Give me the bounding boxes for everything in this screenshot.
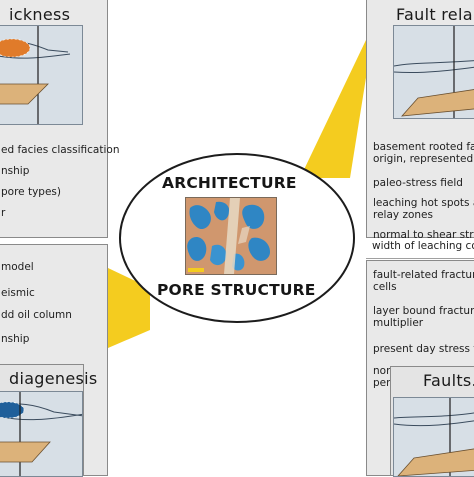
panel-top-left: ickness ed facies classification nship p… bbox=[0, 0, 119, 238]
figure-faults bbox=[393, 397, 474, 477]
figure-thickness-graphic bbox=[0, 26, 71, 124]
list-item: r bbox=[1, 207, 6, 219]
figure-fault-related-graphic bbox=[394, 26, 474, 118]
panel-title: Fault rela bbox=[396, 5, 473, 24]
list-item: nship bbox=[1, 333, 30, 345]
pore-micrograph-graphic bbox=[186, 198, 276, 274]
list-item: normal to shear stress bbox=[373, 229, 474, 241]
hub-title-pore-structure: PORE STRUCTURE bbox=[157, 281, 316, 299]
list-item: cells bbox=[373, 281, 397, 293]
panel-title: diagenesis bbox=[9, 369, 98, 388]
list-item: ed facies classification bbox=[1, 144, 120, 156]
figure-diagenesis-graphic bbox=[0, 392, 82, 476]
list-item: paleo-stress field bbox=[373, 177, 463, 189]
panel-title: ickness bbox=[9, 5, 71, 24]
band-lower-left bbox=[108, 268, 150, 348]
divider bbox=[366, 258, 474, 259]
list-item: leaching hot spots at bbox=[373, 197, 474, 209]
list-item: eismic bbox=[1, 287, 35, 299]
list-item: model bbox=[1, 261, 34, 273]
list-item: nship bbox=[1, 165, 30, 177]
figure-diagenesis bbox=[0, 391, 83, 477]
list-item: origin, represented by bbox=[373, 153, 474, 165]
list-item: dd oil column bbox=[1, 309, 72, 321]
list-item: width of leaching corr bbox=[372, 240, 474, 252]
list-item: fault-related fractures bbox=[373, 269, 474, 281]
panel-top-right: Fault rela basement rooted faul origin, … bbox=[366, 0, 474, 241]
figure-thickness bbox=[0, 25, 83, 125]
figure-faults-graphic bbox=[394, 398, 474, 476]
figure-fault-related bbox=[393, 25, 474, 119]
hub-title-architecture: ARCHITECTURE bbox=[162, 174, 297, 192]
band-upper-right bbox=[300, 40, 372, 178]
list-item: layer bound fractures bbox=[373, 305, 474, 317]
list-item: present day stress fie bbox=[373, 343, 474, 355]
panel-title: Faults. bbox=[423, 371, 474, 390]
list-item: basement rooted faul bbox=[373, 141, 474, 153]
panel-bottom-right: Faults. bbox=[390, 366, 474, 477]
list-item: multiplier bbox=[373, 317, 424, 329]
panel-bottom-left: diagenesis bbox=[0, 364, 97, 477]
pore-micrograph bbox=[185, 197, 277, 275]
list-item: pore types) bbox=[1, 186, 61, 198]
list-item: relay zones bbox=[373, 209, 433, 221]
